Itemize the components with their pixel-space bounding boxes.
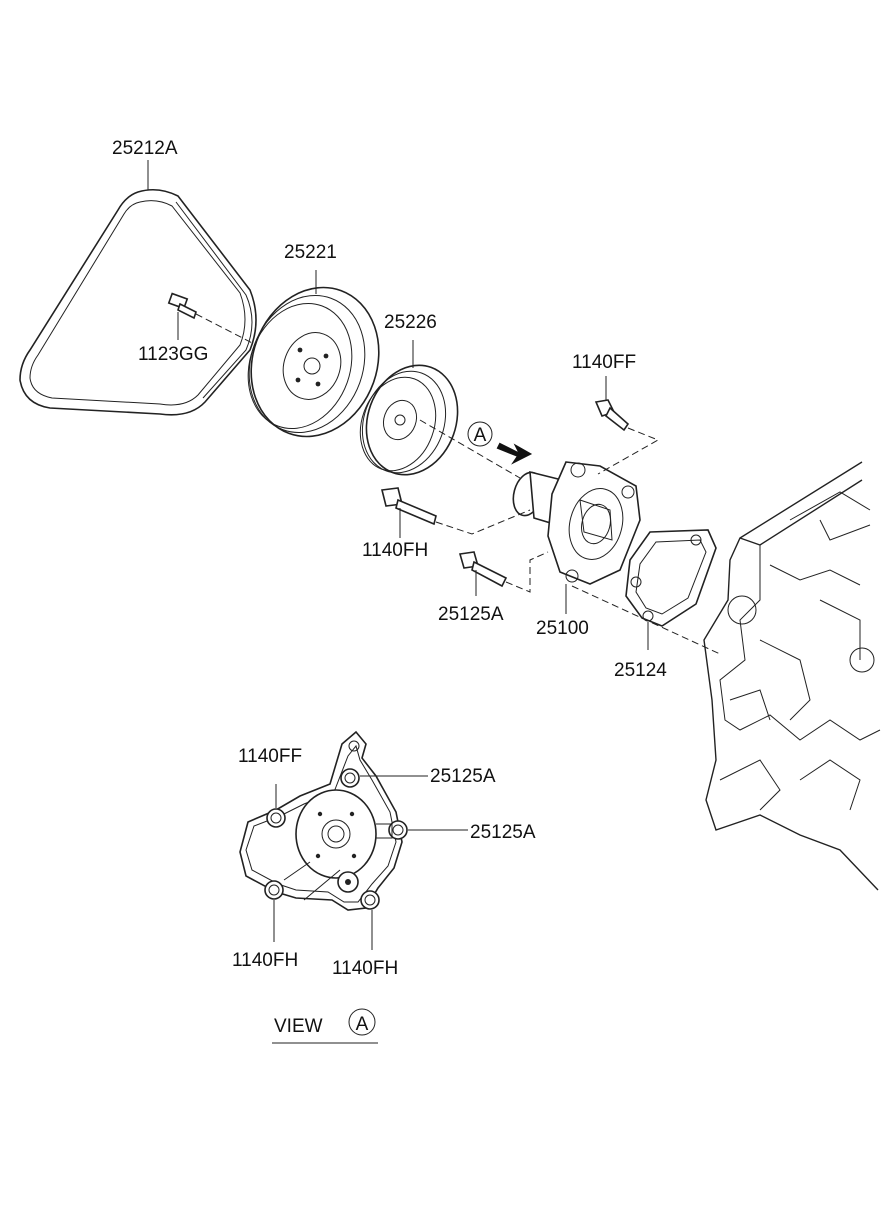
water-pump [512,461,641,614]
bolt-25125a [458,551,549,596]
gasket [571,529,721,655]
label-bolt-25125a: 25125A [438,604,504,625]
callout-letter: A [474,425,487,446]
label-view-25125a-right: 25125A [470,822,536,843]
label-bolt-1123gg: 1123GG [138,344,208,365]
label-crank-pulley: 25221 [284,242,337,263]
crank-pulley [247,270,380,438]
label-gasket: 25124 [614,660,667,681]
pump-pulley [359,340,521,479]
label-belt: 25212A [112,138,178,159]
label-pump-pulley: 25226 [384,312,437,333]
label-water-pump: 25100 [536,618,589,639]
bolt-1140ff [594,376,660,475]
label-view-1140ff: 1140FF [238,746,302,767]
label-view-1140fh-left: 1140FH [232,950,298,971]
view-title: VIEW [274,1016,323,1037]
view-letter: A [356,1014,369,1035]
drive-belt [19,188,257,416]
label-bolt-1140ff: 1140FF [572,352,636,373]
view-a-detail [239,730,468,1044]
label-view-1140fh-right: 1140FH [332,958,398,979]
label-view-25125a-top: 25125A [430,766,496,787]
bolt-1140fh [381,487,531,538]
label-bolt-1140fh: 1140FH [362,540,428,561]
bolt-1123gg [167,292,263,349]
view-a-callout: A [467,421,533,465]
engine-block [703,461,881,891]
